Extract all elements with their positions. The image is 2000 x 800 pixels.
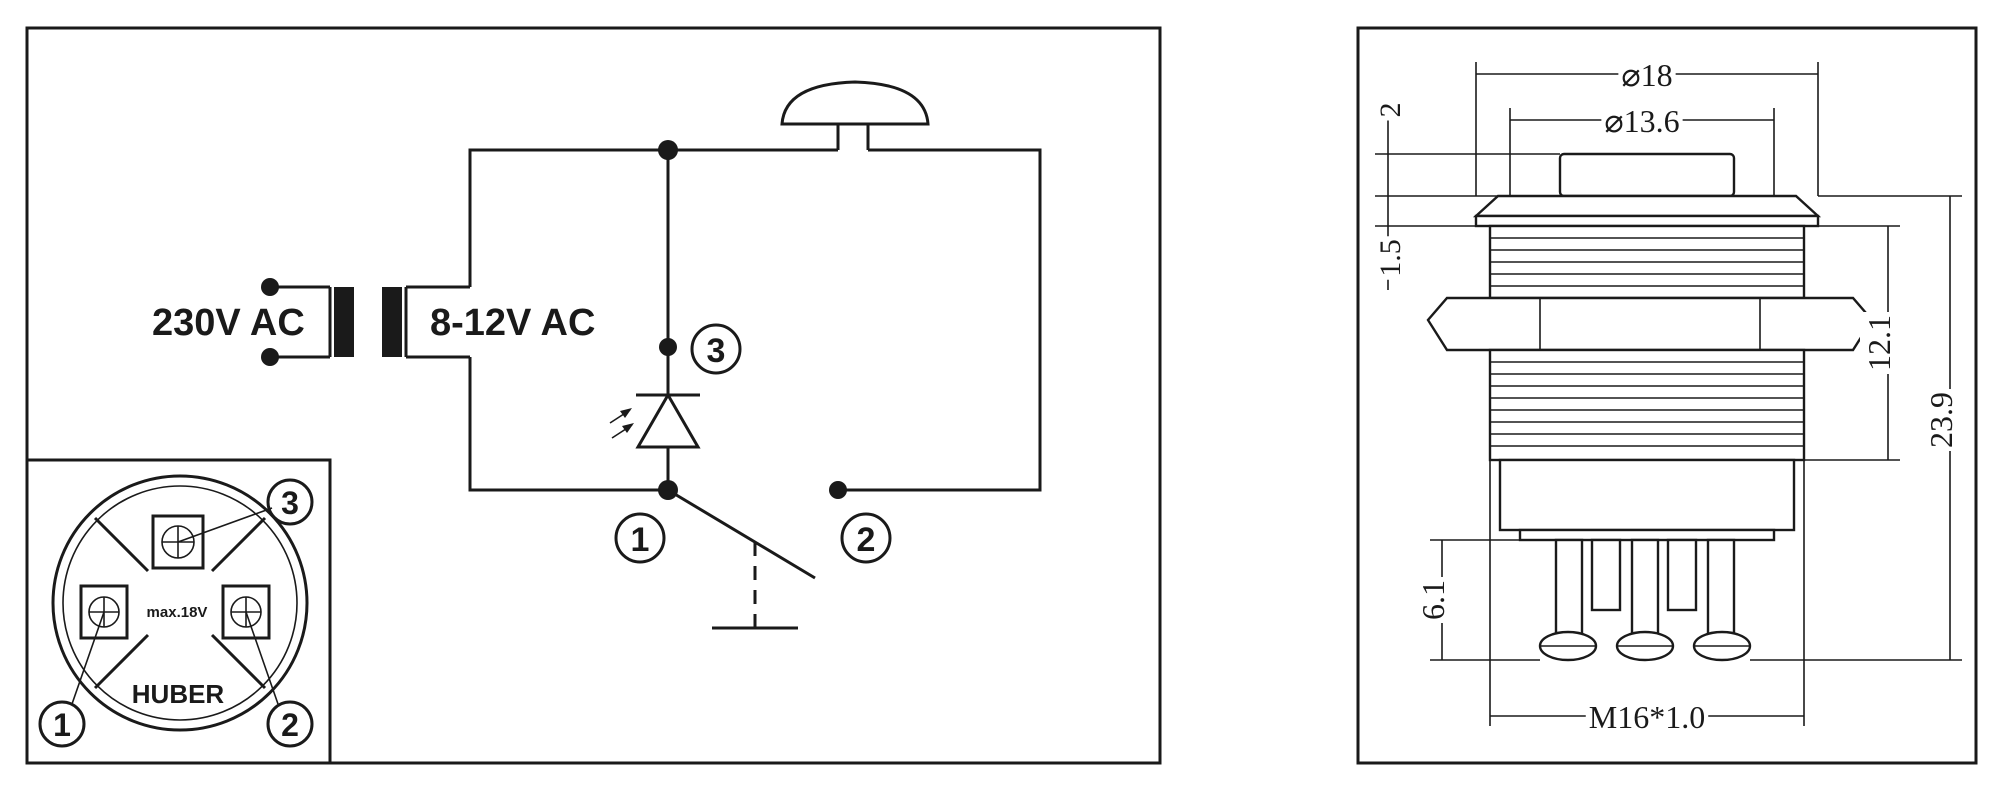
inset-outer-ring	[51, 474, 309, 732]
secondary-coil	[382, 287, 402, 357]
hex-nut	[1426, 296, 1874, 352]
dim-label-dia13: ⌀13.6	[1604, 103, 1679, 139]
dim-label-total: 23.9	[1923, 392, 1959, 448]
inset-terminal-1-circle	[38, 700, 86, 748]
inset-frame	[27, 458, 332, 763]
inset-divider-sw	[93, 633, 150, 690]
inset-terminal-3-circle	[266, 478, 314, 526]
inset-divider-ne	[210, 516, 267, 573]
dim-label-thread: 12.1	[1861, 315, 1897, 371]
dimension-drawing-panel: ⌀18 ⌀13.6 2 1.5 12.1 23.9	[1356, 26, 1978, 765]
inset-divider-nw	[93, 516, 150, 573]
circuit-wires	[468, 140, 1042, 500]
push-switch: 1 2	[614, 481, 892, 630]
dim-label-flange: 1.5	[1374, 239, 1407, 277]
switch-blade	[667, 488, 816, 580]
wire-right	[838, 148, 1042, 492]
leader-terminal-2	[245, 611, 279, 705]
pin-separator-1	[1590, 538, 1622, 612]
led-arrowhead-1	[620, 408, 632, 418]
pin-2	[1630, 538, 1660, 642]
flange-bevel	[1472, 194, 1822, 218]
wire-bottom-left	[468, 357, 668, 492]
solder-terminals	[1538, 538, 1752, 662]
terminal-1-number: 1	[631, 521, 650, 559]
primary-terminal-bottom	[261, 348, 279, 366]
pin-3	[1706, 538, 1736, 642]
terminal-3-circle	[690, 323, 742, 375]
dim-label-backing	[1922, 389, 1960, 451]
housing-base	[1498, 458, 1796, 532]
inset-divider-se	[210, 633, 267, 690]
thread-lines	[1490, 237, 1804, 447]
primary-terminal-top	[261, 278, 279, 296]
inset-inner-ring	[62, 485, 298, 721]
pin-separator-2	[1666, 538, 1698, 612]
leader-terminal-3	[177, 507, 273, 543]
dim-label-backing	[1618, 56, 1676, 94]
transformer: 230V AC 8-12V AC	[152, 278, 595, 366]
dim-label-backing	[1585, 698, 1709, 736]
dim-label-m16: M16*1.0	[1589, 699, 1705, 735]
inset-terminal-2-circle	[266, 700, 314, 748]
terminal-block	[1518, 528, 1776, 542]
terminal-back-view: max.18V HUBER 1 2 3	[27, 458, 332, 763]
primary-coil	[334, 287, 354, 357]
pushbutton-part	[1426, 152, 1874, 662]
leader-terminal-1	[71, 611, 105, 705]
terminal-2-circle	[840, 512, 892, 564]
led-arrowhead-2	[622, 423, 634, 433]
bell-dome	[780, 80, 930, 126]
led-triangle	[635, 391, 701, 449]
dim-label-backing	[1373, 99, 1408, 121]
inset-terminal-3-number: 3	[281, 485, 299, 521]
dim-label-terminal: 6.1	[1415, 580, 1451, 620]
wire-top-left	[468, 148, 838, 287]
terminal-3-number: 3	[707, 332, 726, 370]
thread-lower	[1488, 348, 1806, 462]
inset-terminal-2-number: 2	[281, 707, 299, 743]
dimension-lines: ⌀18 ⌀13.6 2 1.5 12.1 23.9	[1373, 56, 1962, 736]
secondary-voltage-label: 8-12V AC	[430, 302, 595, 344]
led-symbol: 3	[609, 323, 742, 449]
dim-label-cap-height: 2	[1374, 103, 1407, 118]
junction-top	[658, 140, 678, 160]
wiring-panel-frame	[25, 26, 1162, 765]
switch-contact-2	[829, 481, 847, 499]
dim-label-backing	[1860, 312, 1898, 374]
voltage-rating-label: max.18V	[147, 604, 208, 621]
terminal-1-circle	[614, 512, 666, 564]
button-cap	[1558, 152, 1736, 198]
dimension-panel-frame	[1356, 26, 1978, 765]
dim-label-backing	[1414, 577, 1452, 623]
screw-terminal-1	[79, 584, 129, 640]
screw-1-housing	[79, 584, 129, 640]
dim-label-backing	[1373, 236, 1408, 280]
wiring-diagram-panel: 230V AC 8-12V AC	[25, 26, 1162, 765]
dim-label-dia18: ⌀18	[1621, 57, 1672, 93]
inset-terminal-1-number: 1	[53, 707, 71, 743]
primary-voltage-label: 230V AC	[152, 302, 305, 344]
screw-3-housing	[151, 514, 205, 570]
flange-base	[1474, 214, 1820, 228]
bell-symbol	[780, 80, 930, 150]
terminal-2-number: 2	[857, 521, 876, 559]
dim-label-backing	[1601, 102, 1683, 140]
pin-1	[1554, 538, 1584, 642]
screw-2-housing	[221, 584, 271, 640]
brand-label: HUBER	[132, 679, 225, 709]
